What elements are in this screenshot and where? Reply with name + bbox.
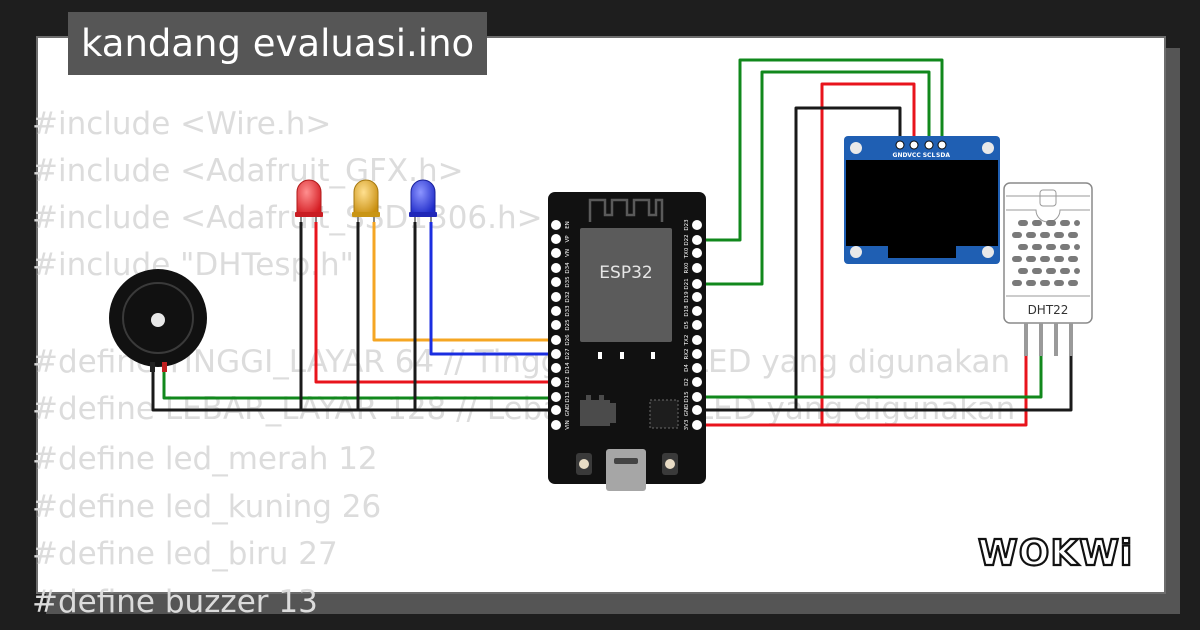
wire-dht-vcc[interactable] bbox=[822, 355, 1028, 427]
code-line-9: #define led_kuning 26 bbox=[32, 489, 382, 525]
pin-label-left: EN bbox=[565, 221, 571, 229]
code-line-11: #define buzzer 13 bbox=[32, 584, 318, 620]
pin-label-left: D25 bbox=[565, 319, 571, 331]
oled-pin-label: VCC bbox=[907, 152, 921, 159]
pin-label-left: D12 bbox=[565, 376, 571, 387]
led-red[interactable] bbox=[295, 179, 323, 222]
pin-label-left: D27 bbox=[565, 348, 571, 360]
led-blue[interactable] bbox=[409, 179, 437, 222]
pin-label-right: D23 bbox=[684, 219, 690, 231]
esp32-right-pins: D23 D22 TX0 RX0 D21 D19 D18 D5 TX2 RX2 D… bbox=[684, 219, 702, 430]
code-line-3: #include <Adafruit_SSD1306.h> bbox=[32, 200, 543, 236]
wire-oled-vcc[interactable] bbox=[697, 82, 916, 427]
wire-dht-gnd[interactable] bbox=[796, 355, 1073, 412]
pin-label-right: D2 bbox=[684, 378, 690, 386]
pin-label-right: D22 bbox=[684, 234, 690, 245]
wire-dht-data[interactable] bbox=[697, 355, 1043, 399]
pin-label-right: D21 bbox=[684, 278, 690, 289]
pin-label-right: D18 bbox=[684, 305, 690, 317]
wire-buzzer-black[interactable] bbox=[151, 365, 556, 412]
pin-label-left: VP bbox=[565, 235, 571, 243]
led-yellow[interactable] bbox=[352, 179, 380, 222]
pin-label-left: D33 bbox=[565, 305, 571, 317]
code-line-4: #include "DHTesp.h" bbox=[32, 247, 354, 283]
esp32-board[interactable]: ESP32 bbox=[548, 192, 706, 491]
oled-display[interactable]: GND VCC SCL SDA bbox=[844, 136, 1000, 264]
pin-label-right: D19 bbox=[684, 291, 690, 303]
pin-label-left: D32 bbox=[565, 291, 571, 302]
wire-buzzer-green[interactable] bbox=[162, 365, 556, 400]
wokwi-logo: WOKWi bbox=[977, 532, 1133, 574]
pin-label-right: D5 bbox=[684, 321, 690, 329]
wire-oled-gnd[interactable] bbox=[697, 106, 902, 412]
pin-label-right: RX0 bbox=[684, 262, 690, 274]
wire-led-blue-anode[interactable] bbox=[429, 222, 556, 356]
pin-label-right: GND bbox=[684, 404, 690, 417]
wire-oled-scl[interactable] bbox=[697, 70, 931, 286]
pin-label-right: D4 bbox=[684, 364, 690, 372]
pin-label-left: D13 bbox=[565, 391, 571, 403]
buzzer[interactable] bbox=[109, 269, 207, 372]
wokwi-logo-text: WOKWi bbox=[978, 533, 1133, 574]
pin-label-left: D14 bbox=[565, 362, 571, 374]
esp32-chip-label: ESP32 bbox=[599, 263, 652, 283]
pin-label-right: TX0 bbox=[684, 247, 690, 259]
pin-label-left: VIN bbox=[565, 420, 571, 430]
oled-pin-label: SDA bbox=[936, 152, 950, 159]
dht22-sensor[interactable]: DHT22 bbox=[1003, 182, 1093, 356]
pin-label-left: GND bbox=[565, 404, 571, 417]
oled-pin-label: GND bbox=[893, 152, 908, 159]
code-line-1: #include <Wire.h> bbox=[32, 106, 332, 142]
code-line-10: #define led_biru 27 bbox=[32, 536, 338, 572]
pin-label-right: D15 bbox=[684, 391, 690, 403]
wire-led-red-anode[interactable] bbox=[314, 222, 556, 384]
pin-label-right: 3V3 bbox=[684, 419, 690, 430]
pin-label-left: VN bbox=[565, 249, 571, 257]
pin-label-left: D26 bbox=[565, 334, 571, 346]
wires bbox=[151, 58, 1073, 427]
oled-pin-label: SCL bbox=[923, 152, 936, 159]
code-line-8: #define led_merah 12 bbox=[32, 441, 378, 477]
dht22-label: DHT22 bbox=[1028, 303, 1069, 317]
pin-label-left: D34 bbox=[565, 262, 571, 274]
pin-label-right: TX2 bbox=[684, 335, 690, 347]
esp32-left-pins: EN VP VN D34 D35 D32 D33 D25 D26 D27 D14… bbox=[551, 220, 571, 430]
project-title: kandang evaluasi.ino bbox=[68, 12, 488, 75]
pin-label-left: D35 bbox=[565, 276, 571, 288]
pin-label-right: RX2 bbox=[684, 348, 690, 359]
code-line-2: #include <Adafruit_GFX.h> bbox=[32, 153, 464, 189]
wire-oled-sda[interactable] bbox=[697, 58, 944, 242]
wire-led-yellow-anode[interactable] bbox=[372, 222, 556, 342]
